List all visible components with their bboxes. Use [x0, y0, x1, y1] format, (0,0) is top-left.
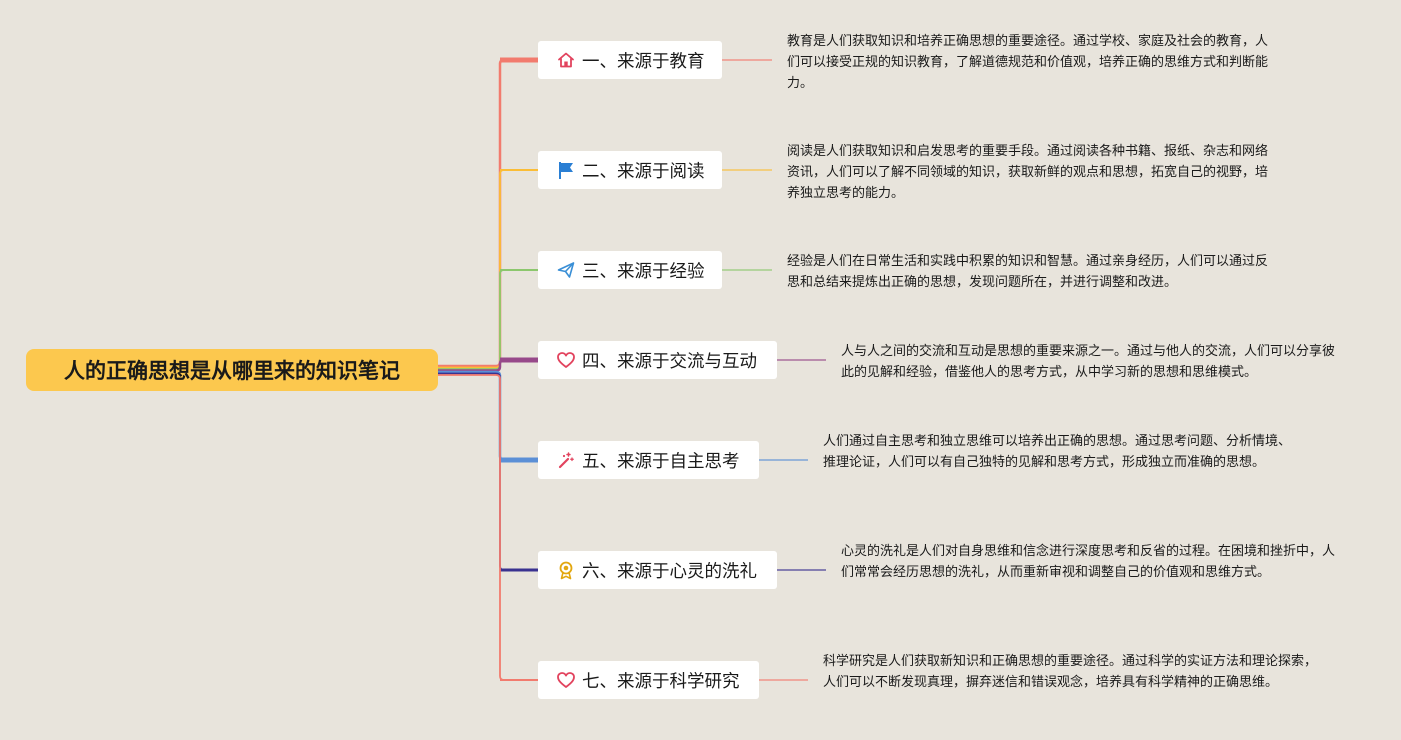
branch-description: 教育是人们获取知识和培养正确思想的重要途径。通过学校、家庭及社会的教育，人们可以… — [787, 34, 1269, 91]
branch-experience[interactable]: 三、来源于经验 — [538, 251, 722, 289]
magic-wand-icon — [556, 450, 576, 470]
branch-scientific-research[interactable]: 七、来源于科学研究 — [538, 661, 759, 699]
branch-connector — [438, 374, 538, 681]
heart-icon — [556, 350, 576, 370]
root-topic[interactable]: 人的正确思想是从哪里来的知识笔记 — [26, 349, 438, 391]
branch-description: 科学研究是人们获取新知识和正确思想的重要途径。通过科学的实证方法和理论探索，人们… — [823, 654, 1318, 690]
branch-description: 经验是人们在日常生活和实践中积累的知识和智慧。通过亲身经历，人们可以通过反思和总… — [787, 254, 1269, 290]
flag-icon — [556, 160, 576, 180]
branch-label: 四、来源于交流与互动 — [582, 351, 757, 372]
branch-communication[interactable]: 四、来源于交流与互动 — [538, 341, 777, 379]
branch-connector — [438, 169, 538, 369]
home-icon — [556, 50, 576, 70]
branch-label: 五、来源于自主思考 — [582, 451, 740, 472]
branch-label: 三、来源于经验 — [582, 261, 705, 282]
branch-connector — [438, 370, 538, 462]
branch-description: 阅读是人们获取知识和启发思考的重要手段。通过阅读各种书籍、报纸、杂志和网络资讯，… — [787, 144, 1269, 201]
branch-label: 一、来源于教育 — [582, 51, 705, 72]
branch-education[interactable]: 一、来源于教育 — [538, 41, 722, 79]
branch-description: 心灵的洗礼是人们对自身思维和信念进行深度思考和反省的过程。在困境和挫折中，人们常… — [841, 544, 1336, 580]
branch-reading[interactable]: 二、来源于阅读 — [538, 151, 722, 189]
paper-plane-icon — [556, 260, 576, 280]
branch-description: 人与人之间的交流和互动是思想的重要来源之一。通过与他人的交流，人们可以分享彼此的… — [841, 344, 1336, 380]
branch-description: 人们通过自主思考和独立思维可以培养出正确的思想。通过思考问题、分析情境、推理论证… — [823, 434, 1292, 470]
branch-label: 六、来源于心灵的洗礼 — [582, 561, 757, 582]
branch-connector — [438, 58, 538, 368]
branch-spiritual-baptism[interactable]: 六、来源于心灵的洗礼 — [538, 551, 777, 589]
branch-connector — [438, 372, 538, 571]
heart-icon — [556, 670, 576, 690]
branch-independent-thinking[interactable]: 五、来源于自主思考 — [538, 441, 759, 479]
award-icon — [556, 560, 576, 580]
branch-label: 七、来源于科学研究 — [582, 671, 740, 692]
branch-label: 二、来源于阅读 — [582, 161, 705, 182]
root-topic-label: 人的正确思想是从哪里来的知识笔记 — [64, 359, 400, 383]
branch-connector — [438, 269, 538, 370]
